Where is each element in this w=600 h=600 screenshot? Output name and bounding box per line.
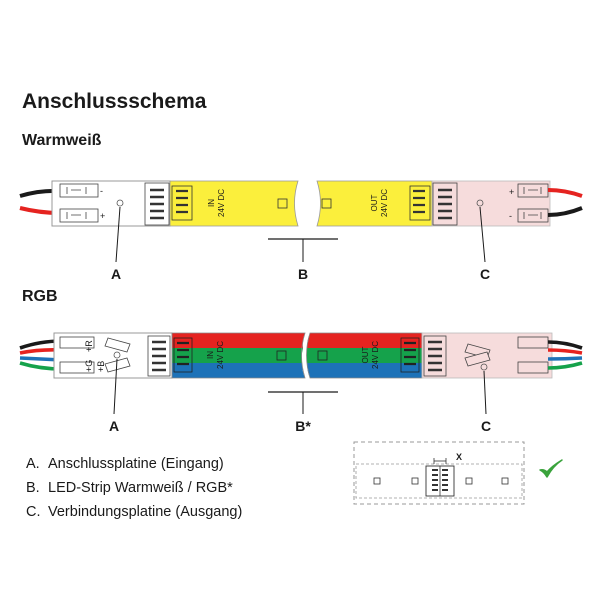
rgb-strip-in-segment xyxy=(171,332,306,379)
warm-strip-out-voltage: 24V DC xyxy=(380,189,389,217)
warm-input-plus-label: + xyxy=(100,211,105,221)
warm-input-terminal-bottom xyxy=(59,208,99,223)
warm-output-minus-label: - xyxy=(509,211,512,221)
rgb-input-r-label: +R xyxy=(84,340,94,352)
warm-out-wire-red xyxy=(547,188,583,198)
rgb-output-mount-hole xyxy=(480,363,488,371)
rgb-led xyxy=(317,350,328,361)
rgb-strip-in-voltage: 24V DC xyxy=(216,341,225,369)
rgb-input-g-label: +G xyxy=(84,360,94,372)
warm-input-mount-hole xyxy=(116,199,124,207)
rgb-out-wire-blue xyxy=(547,356,583,361)
rgb-out-wire-black xyxy=(547,340,583,350)
checkmark-icon xyxy=(539,459,563,478)
warm-strip-in-segment xyxy=(169,180,299,227)
warm-output-mount-hole xyxy=(476,199,484,207)
rgb-strip-out-voltage: 24V DC xyxy=(371,341,380,369)
warm-output-plus-label: + xyxy=(509,187,514,197)
legend-item: B. LED-Strip Warmweiß / RGB* xyxy=(26,476,242,500)
rgb-out-wire-red xyxy=(547,348,583,355)
warm-led xyxy=(277,198,288,209)
warm-led xyxy=(321,198,332,209)
rgb-led xyxy=(276,350,287,361)
rgb-callout-c: C xyxy=(481,418,491,434)
rgb-row: +R +G +B IN 24V DC OUT 24V DC xyxy=(19,332,583,434)
rgb-out-wire-green xyxy=(547,361,583,370)
rgb-input-b-label: +B xyxy=(96,361,106,372)
warm-input-terminal-top xyxy=(59,183,99,198)
legend-key: C. xyxy=(26,504,41,520)
warm-input-minus-label: - xyxy=(100,186,103,196)
legend-list: A. Anschlussplatine (Eingang) B. LED-Str… xyxy=(26,452,242,524)
warm-row: - + IN 24V DC OUT 24V DC + - xyxy=(19,180,583,282)
warm-strip-in-label: IN xyxy=(207,199,216,207)
legend-text: Verbindungsplatine (Ausgang) xyxy=(48,504,243,520)
rgb-strip-in-label: IN xyxy=(206,351,215,359)
section-title-warmweiss: Warmweiß xyxy=(22,132,102,149)
warm-strip-out-label: OUT xyxy=(370,194,379,211)
legend-item: C. Verbindungsplatine (Ausgang) xyxy=(26,500,242,524)
warm-callout-c: C xyxy=(480,266,490,282)
rgb-strip-out-segment xyxy=(306,332,423,379)
warm-out-wire-black xyxy=(547,206,583,217)
warm-strip-out-segment xyxy=(316,180,433,227)
legend-text: LED-Strip Warmweiß / RGB* xyxy=(48,480,233,496)
rgb-input-mount-hole xyxy=(113,351,121,359)
rgb-strip-out-label: OUT xyxy=(361,346,370,363)
rgb-callout-b: B* xyxy=(295,418,311,434)
warm-callout-b: B xyxy=(298,266,308,282)
rgb-callout-a: A xyxy=(109,418,119,434)
legend-text: Anschlussplatine (Eingang) xyxy=(48,456,224,472)
legend-item: A. Anschlussplatine (Eingang) xyxy=(26,452,242,476)
legend-key: B. xyxy=(26,480,40,496)
page-title: Anschlussschema xyxy=(22,90,207,113)
warm-strip-in-voltage: 24V DC xyxy=(217,189,226,217)
warm-callout-a: A xyxy=(111,266,121,282)
gap-x-label: X xyxy=(456,452,462,462)
legend-key: A. xyxy=(26,456,40,472)
gap-detail: X xyxy=(353,441,525,505)
section-title-rgb: RGB xyxy=(22,288,58,305)
